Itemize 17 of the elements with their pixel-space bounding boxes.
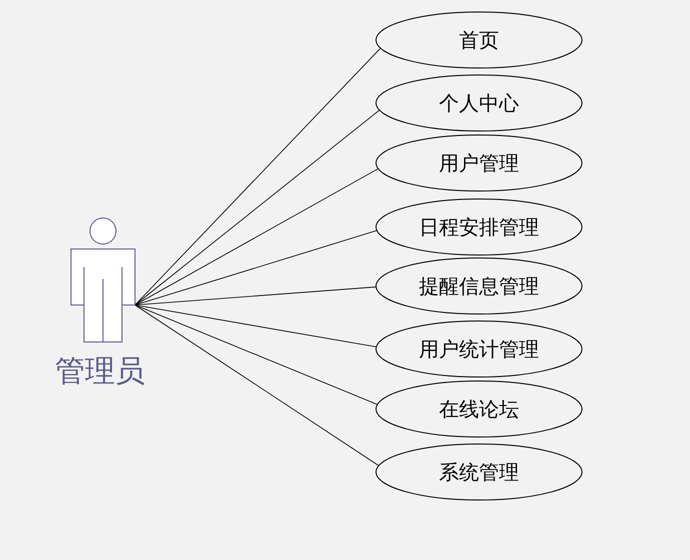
use-case-ellipse: 日程安排管理 <box>375 198 583 256</box>
use-case-ellipse: 系统管理 <box>375 443 583 501</box>
connector-line <box>134 110 380 306</box>
connector-line <box>134 304 380 466</box>
use-case-ellipse: 个人中心 <box>375 74 583 132</box>
use-case-ellipse: 提醒信息管理 <box>375 257 583 315</box>
connector-line <box>134 286 376 306</box>
use-case-ellipse: 用户管理 <box>375 134 583 192</box>
connector-line <box>134 230 378 306</box>
connector-line <box>134 304 378 405</box>
connector-line <box>134 304 377 348</box>
use-case-ellipse: 首页 <box>375 11 583 69</box>
use-case-ellipse: 用户统计管理 <box>375 320 583 378</box>
actor-label: 管理员 <box>55 353 145 391</box>
use-case-ellipse: 在线论坛 <box>375 380 583 438</box>
connector-line <box>134 48 381 306</box>
connector-line <box>134 168 379 306</box>
